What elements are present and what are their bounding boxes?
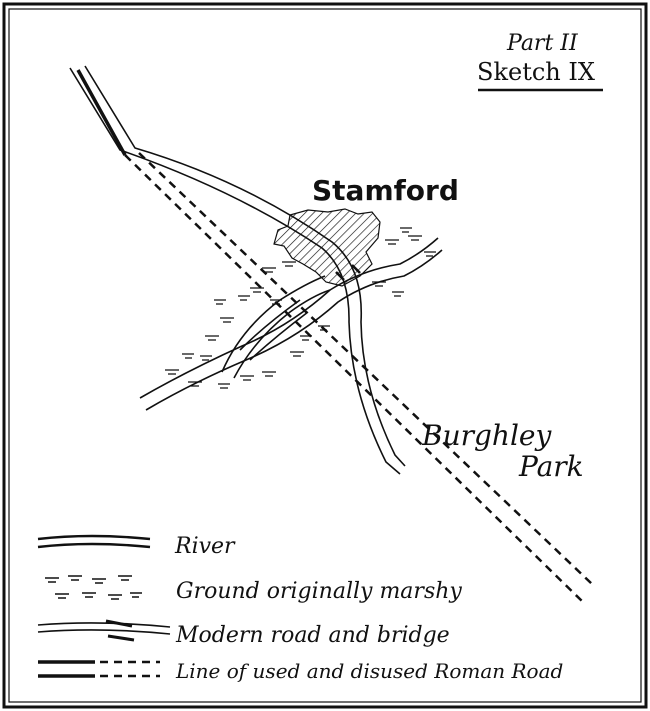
legend-roman-label: Line of used and disused Roman Road (175, 659, 563, 683)
marsh-ground (165, 227, 436, 389)
stamford-label: Stamford (312, 174, 459, 207)
legend-marsh-symbol (45, 575, 142, 600)
roman-road-used (76, 69, 127, 156)
part-label: Part II (506, 31, 579, 56)
burghley-label: Burghley (421, 419, 552, 452)
legend-road-label: Modern road and bridge (175, 623, 450, 648)
inner-frame (8, 8, 642, 703)
legend-river-label: River (174, 534, 236, 559)
bridge (335, 264, 361, 281)
legend-marsh-label: Ground originally marshy (176, 579, 462, 604)
stamford-town (273, 208, 381, 287)
roman-road-disused-a (124, 154, 586, 605)
modern-road (69, 65, 406, 475)
legend-river-symbol (37, 534, 151, 549)
legend-road-symbol (37, 619, 171, 642)
park-label: Park (518, 450, 584, 483)
roman-road (76, 69, 593, 605)
legend-roman-symbol (38, 660, 160, 678)
river (139, 237, 443, 411)
legend: River Ground originally marshy Modern ro… (37, 534, 563, 683)
sketch-title: Sketch IX (477, 58, 595, 86)
